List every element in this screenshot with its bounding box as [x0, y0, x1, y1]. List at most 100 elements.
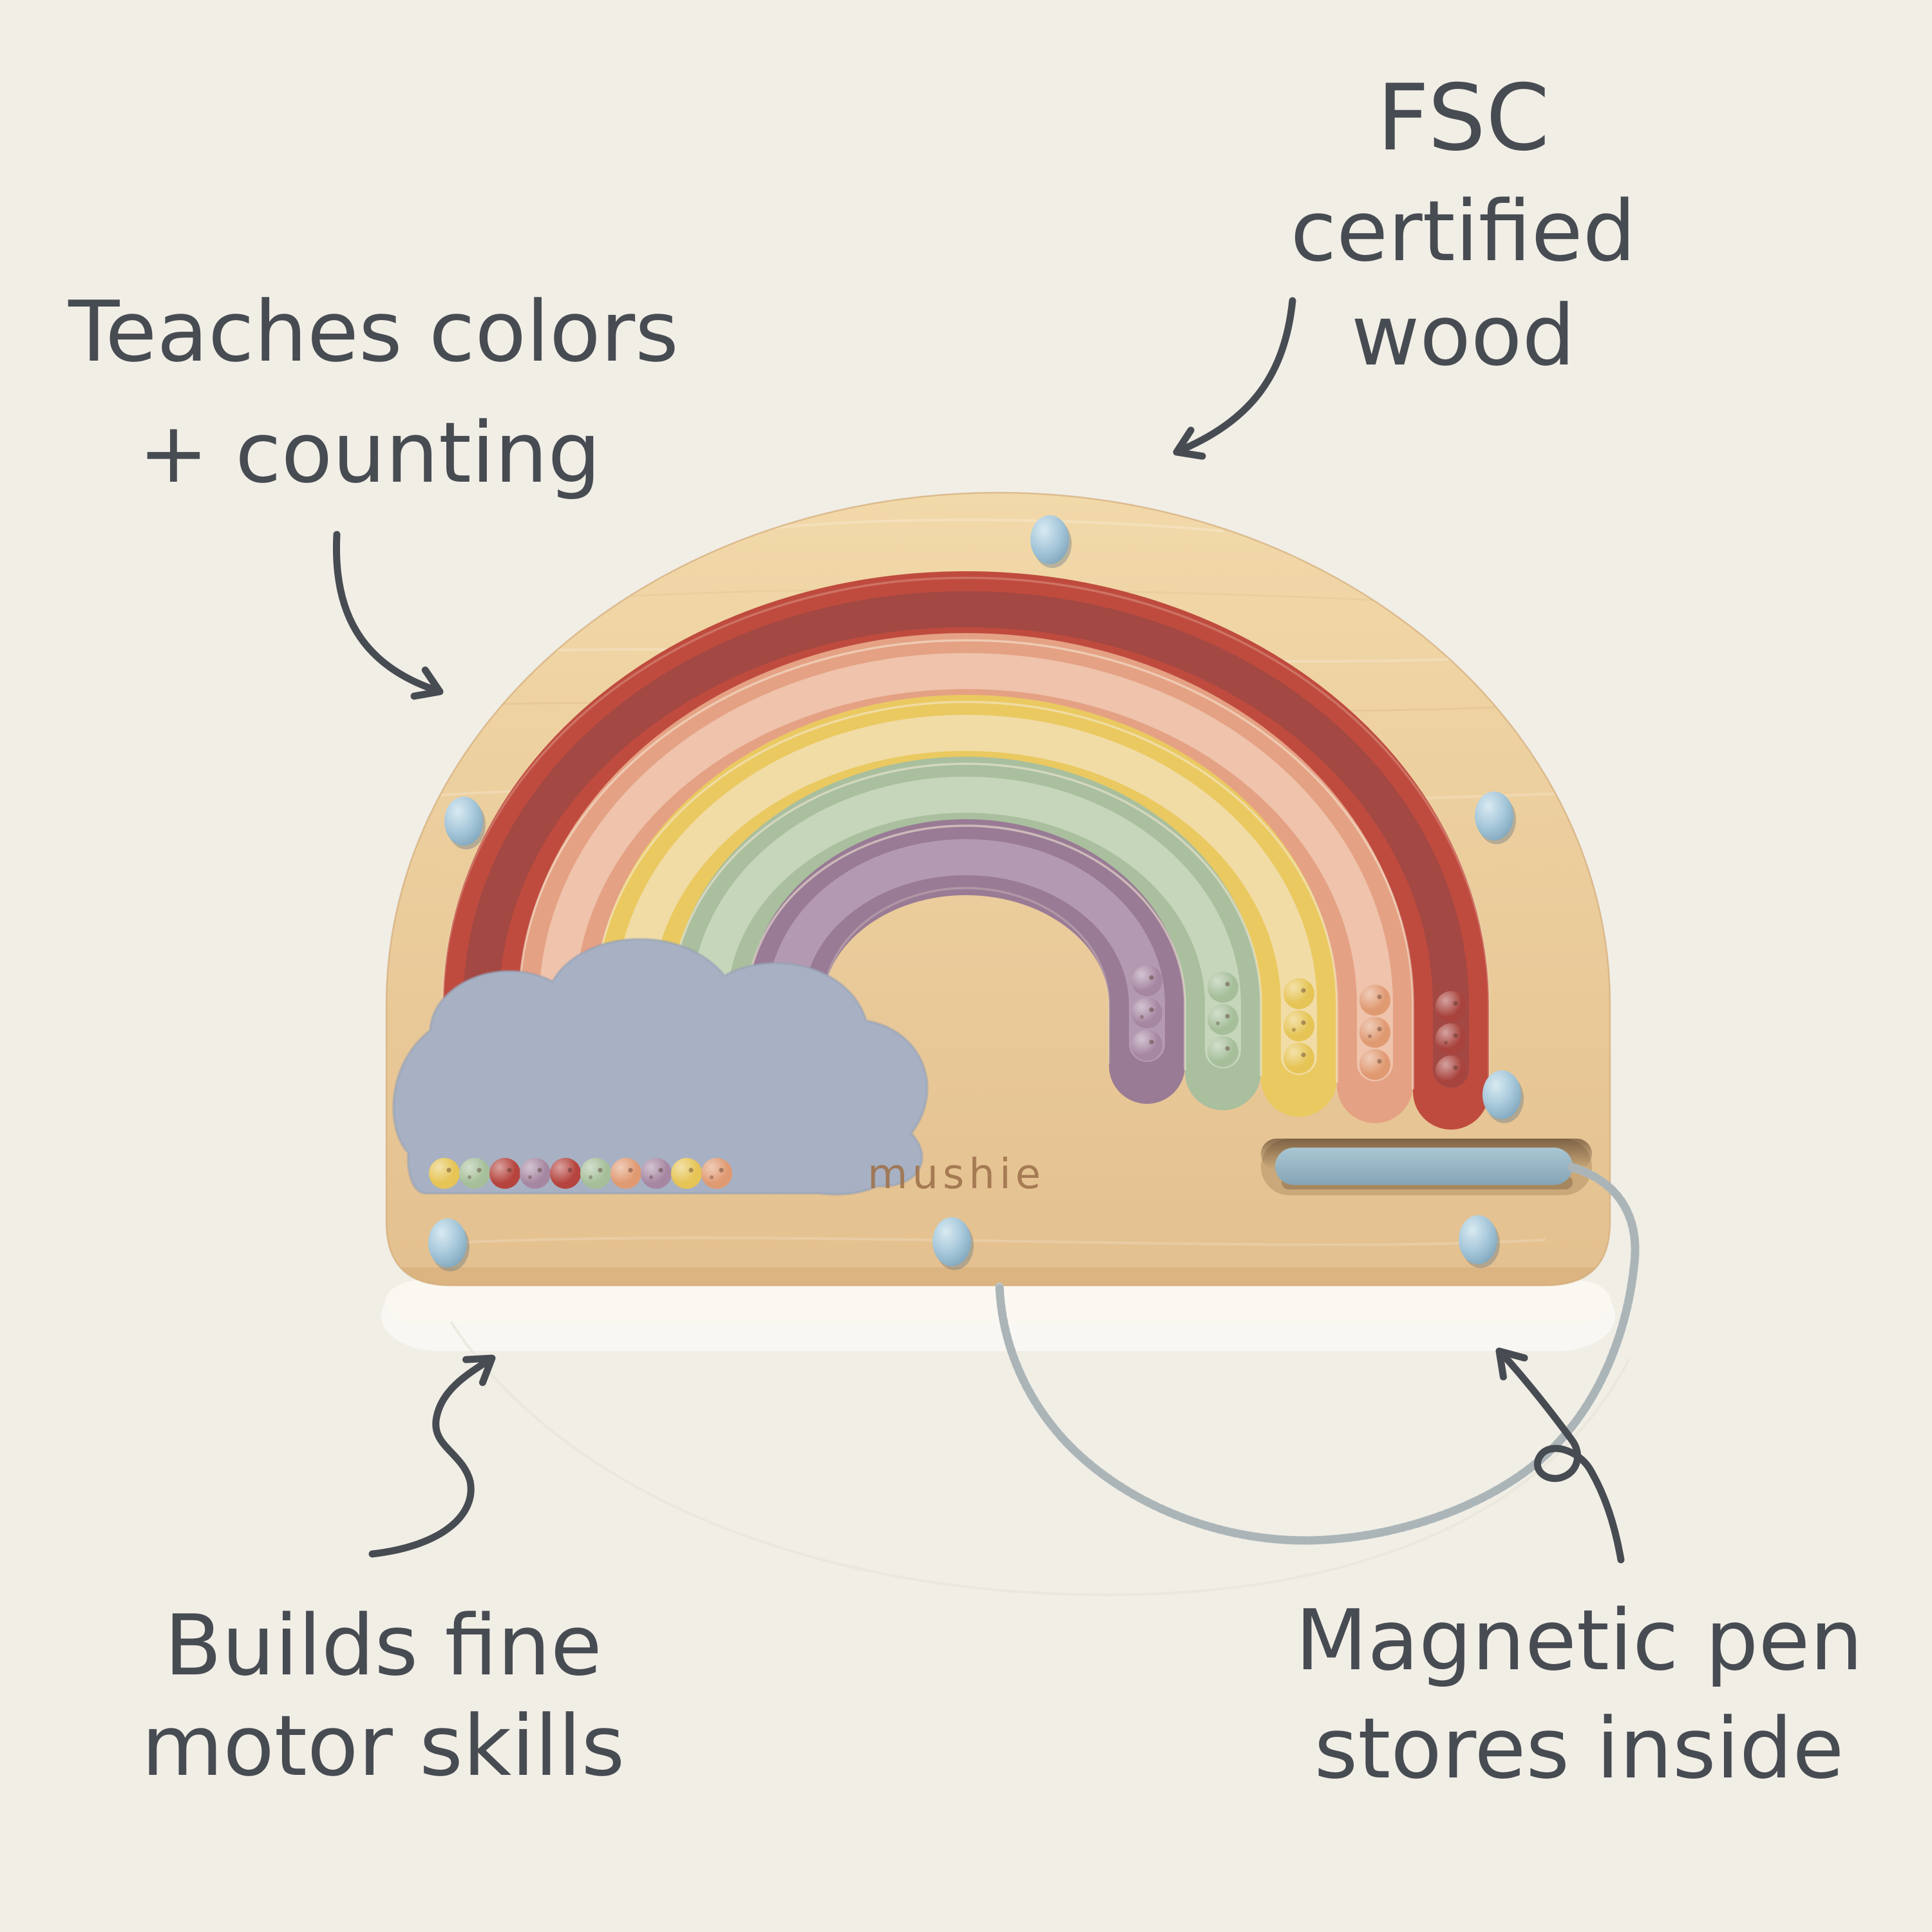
bead-channels	[463, 591, 1469, 1088]
bead-highlight	[701, 1158, 732, 1189]
bead-highlight	[459, 1158, 490, 1189]
label-teaches-colors-line2: + counting	[138, 404, 601, 502]
board-outline	[385, 491, 1611, 1287]
label-fsc-line3: wood	[1351, 287, 1575, 384]
bead-highlight	[520, 1158, 551, 1189]
bead-highlight	[671, 1158, 702, 1189]
bead-hole	[1377, 1027, 1382, 1032]
bead-hole	[477, 1168, 482, 1173]
channel-beads-green[interactable]	[1208, 972, 1238, 1067]
bead-hole	[1444, 1041, 1448, 1045]
bead-hole	[1225, 1014, 1230, 1019]
bead-hole	[1377, 1059, 1382, 1064]
bead-hole	[589, 1175, 592, 1179]
bead-hole	[1377, 994, 1382, 999]
bead-hole	[658, 1168, 663, 1173]
bead-hole	[537, 1168, 542, 1173]
label-fsc-line1: FSC	[1377, 65, 1549, 171]
bead-hole	[528, 1175, 532, 1179]
bead-highlight	[1208, 1004, 1238, 1035]
peg-upper-left	[444, 797, 486, 849]
bead-channel-red	[463, 591, 1469, 1088]
bead-channel-green	[691, 777, 1241, 1068]
pegs	[428, 515, 1524, 1271]
peg-bottom-right	[1459, 1215, 1500, 1268]
bead-hole	[1149, 1039, 1154, 1045]
bead-hole	[567, 1168, 573, 1173]
bead-highlight	[1435, 1023, 1466, 1054]
bead-hole	[598, 1168, 603, 1173]
bead-hole	[710, 1175, 714, 1179]
bead-highlight	[611, 1158, 641, 1189]
peg-bottom-left	[428, 1218, 469, 1271]
bead-hole	[1368, 1034, 1372, 1038]
bead-hole	[446, 1168, 451, 1173]
cloud-bead-row[interactable]	[429, 1158, 732, 1189]
pen-cord[interactable]	[995, 1162, 1640, 1545]
bead-hole	[468, 1175, 471, 1179]
bead-channel-salmon	[539, 653, 1393, 1081]
bead-highlight	[429, 1158, 460, 1189]
bead-highlight	[1283, 1043, 1314, 1074]
bead-hole	[1216, 1021, 1220, 1025]
bead-highlight	[641, 1158, 672, 1189]
bead-hole	[1301, 988, 1306, 993]
bead-highlight	[550, 1158, 581, 1189]
label-magnetic-pen-line1: Magnetic pen	[1295, 1591, 1863, 1689]
bead-hole	[1301, 1020, 1306, 1025]
bead-highlight	[1283, 978, 1314, 1009]
bead-highlight	[1359, 985, 1390, 1016]
bead-hole	[649, 1175, 653, 1179]
bead-channel-purple	[767, 839, 1165, 1062]
channel-beads-red[interactable]	[1435, 991, 1466, 1086]
channel-beads-yellow[interactable]	[1283, 978, 1314, 1074]
peg-upper-right	[1475, 791, 1516, 844]
bead-hole	[1149, 975, 1154, 980]
arrow-bottom-left	[368, 1354, 496, 1558]
annotation-arrows	[332, 297, 1625, 1564]
bead-highlight	[1359, 1049, 1390, 1080]
arrow-top-right	[1173, 297, 1296, 460]
bead-hole	[1225, 981, 1230, 987]
bead-hole	[1140, 1015, 1144, 1019]
bead-hole	[1453, 1033, 1458, 1038]
bead-hole	[1225, 1046, 1230, 1051]
bead-hole	[1292, 1028, 1296, 1032]
bead-hole	[688, 1168, 694, 1173]
brand-logo: mushie	[867, 1151, 1045, 1198]
bead-channel-yellow	[615, 715, 1317, 1075]
channel-beads-purple[interactable]	[1132, 965, 1162, 1061]
bead-hole	[1149, 1007, 1154, 1012]
label-magnetic-pen-line2: stores inside	[1314, 1700, 1844, 1797]
cloud-recess	[392, 938, 929, 1196]
channel-beads-salmon[interactable]	[1359, 985, 1390, 1080]
bead-highlight	[1132, 1030, 1162, 1061]
magnetic-pen[interactable]	[1275, 1148, 1573, 1185]
bead-highlight	[1435, 991, 1466, 1022]
bead-hole	[1301, 1052, 1306, 1057]
bead-highlight	[489, 1158, 520, 1189]
bead-hole	[628, 1168, 633, 1173]
label-fsc-line2: certified	[1291, 182, 1636, 280]
label-motor-skills-line1: Builds fine	[164, 1596, 602, 1694]
peg-top	[1030, 515, 1072, 568]
bead-hole	[507, 1168, 512, 1173]
annotations: Teaches colors + counting FSC certified …	[68, 65, 1863, 1797]
bead-hole	[719, 1168, 724, 1173]
bead-highlight	[580, 1158, 611, 1189]
bead-highlight	[1208, 972, 1238, 1003]
backdrop-edge-line	[450, 1320, 1631, 1596]
arrow-top-left	[332, 531, 444, 700]
bead-highlight	[1283, 1010, 1314, 1041]
label-teaches-colors-line1: Teaches colors	[68, 283, 679, 381]
label-motor-skills-line2: motor skills	[142, 1697, 625, 1795]
bead-highlight	[1132, 998, 1162, 1028]
peg-mid-right	[1482, 1070, 1524, 1123]
peg-bottom-center	[933, 1217, 974, 1270]
bead-highlight	[1208, 1036, 1238, 1067]
bead-hole	[1453, 1001, 1458, 1006]
bead-hole	[1453, 1065, 1458, 1070]
bead-highlight	[1435, 1056, 1466, 1086]
